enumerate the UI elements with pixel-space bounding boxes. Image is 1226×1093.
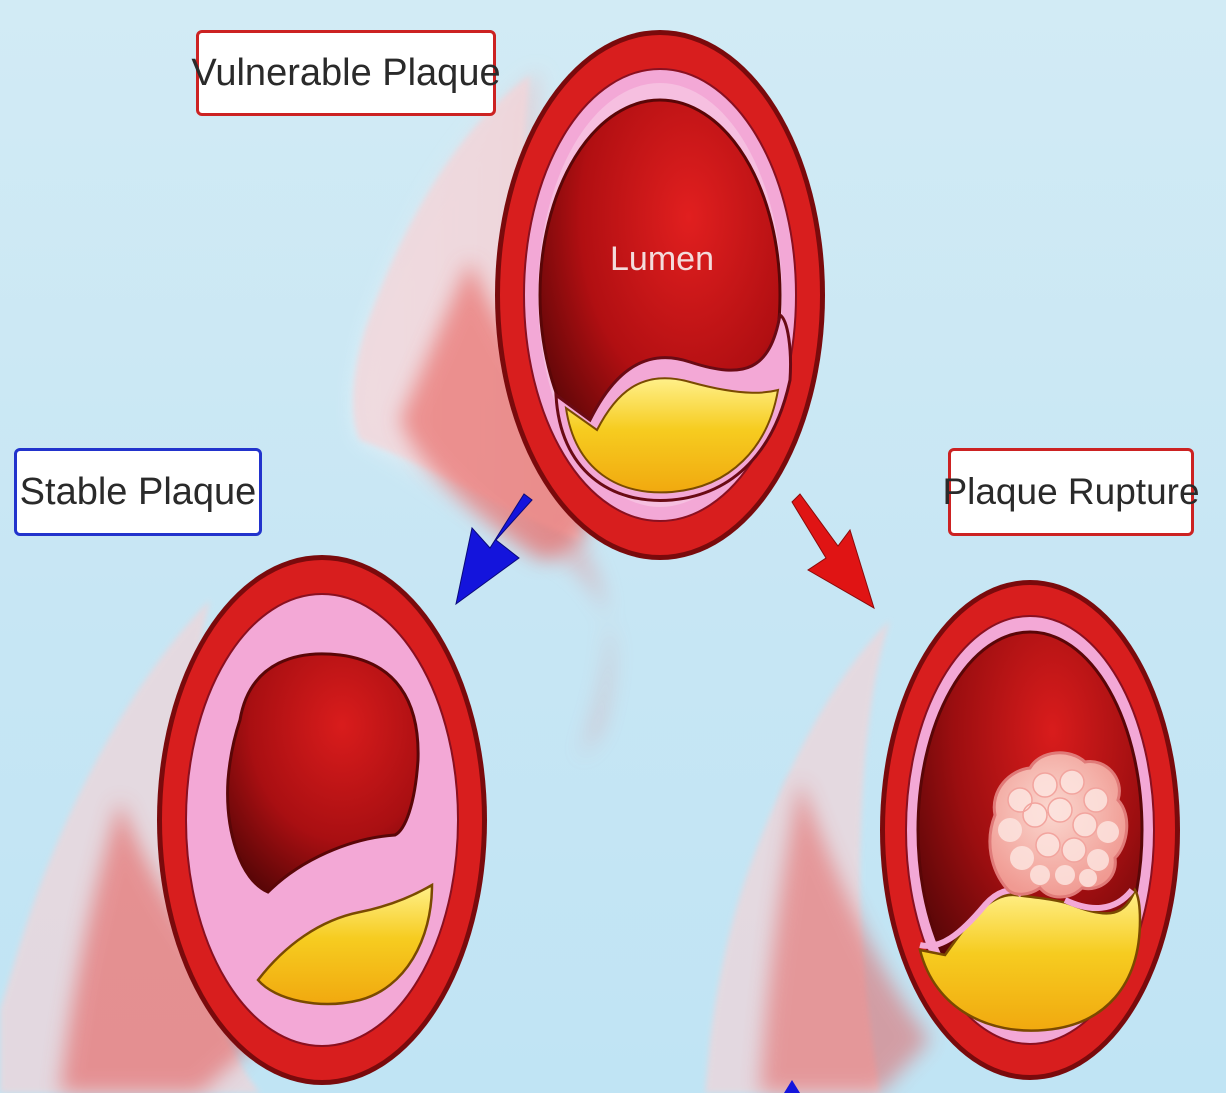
rupture-vessel-cross-section (880, 580, 1180, 1080)
plaque-rupture-label: Plaque Rupture (948, 448, 1194, 536)
vulnerable-plaque-label: Vulnerable Plaque (196, 30, 496, 116)
arrow-to-rupture (792, 494, 874, 608)
thrombus (990, 753, 1127, 897)
lumen-label: Lumen (610, 240, 714, 279)
stable-vessel-cross-section (157, 555, 487, 1085)
stable-plaque-label: Stable Plaque (14, 448, 262, 536)
vulnerable-vessel-cross-section (495, 30, 825, 560)
